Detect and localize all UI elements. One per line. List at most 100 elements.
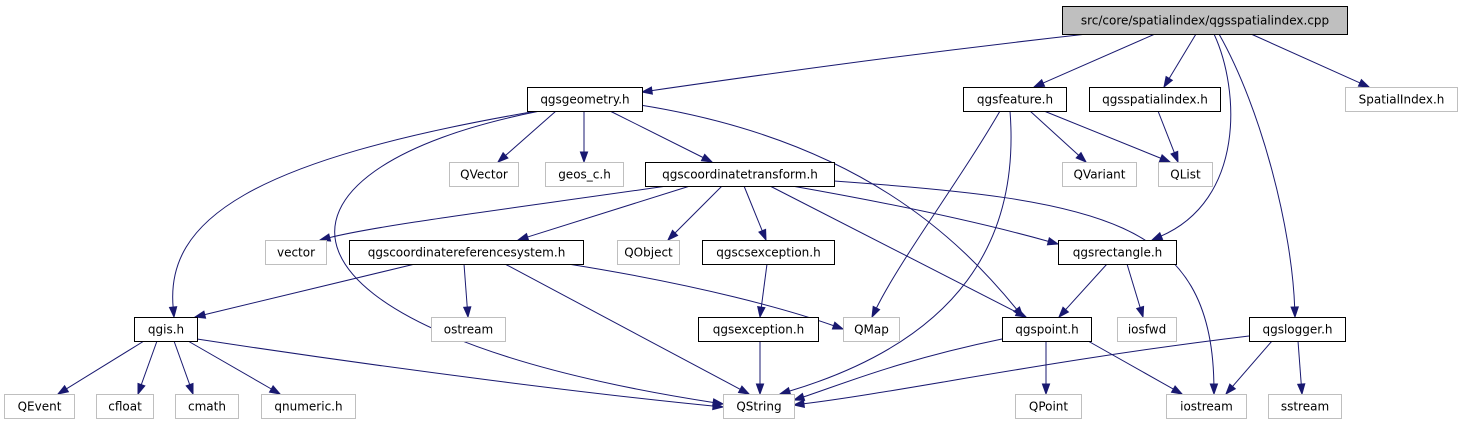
node-iostream: iostream xyxy=(1166,394,1247,419)
edge-geom-to-qgis xyxy=(168,110,538,319)
node-label: QMap xyxy=(854,323,889,337)
node-root[interactable]: src/core/spatialindex/qgsspatialindex.cp… xyxy=(1062,6,1348,35)
edge-arrowhead xyxy=(1014,308,1028,318)
edge-root-to-logger xyxy=(1218,33,1299,319)
edge-point-to-iostream xyxy=(1087,340,1184,395)
edge-logger-to-iostream xyxy=(1225,340,1273,396)
edge-ctrans-to-qobject xyxy=(666,185,723,242)
edge-arrowhead xyxy=(1290,306,1299,319)
node-label: qgsexception.h xyxy=(713,323,805,337)
node-qvariant: QVariant xyxy=(1062,162,1137,187)
node-qnumeric: qnumeric.h xyxy=(261,394,356,419)
edge-arrowhead xyxy=(640,86,653,95)
edge-arrowhead xyxy=(1150,231,1164,241)
edge-arrowhead xyxy=(755,383,765,396)
node-point[interactable]: qgspoint.h xyxy=(1002,317,1092,342)
edge-line xyxy=(526,185,691,238)
node-label: cmath xyxy=(188,400,226,414)
node-qevent: QEvent xyxy=(4,394,75,419)
node-label: qnumeric.h xyxy=(274,400,342,414)
edge-arrowhead xyxy=(1046,236,1060,246)
nodes-layer: src/core/spatialindex/qgsspatialindex.cp… xyxy=(4,6,1458,419)
node-ctrans[interactable]: qgscoordinatetransform.h xyxy=(645,162,835,187)
edges-layer xyxy=(56,33,1371,411)
edge-rect-to-iosfwd xyxy=(1126,263,1145,319)
edge-line xyxy=(1297,340,1302,386)
node-qgis[interactable]: qgis.h xyxy=(134,317,198,342)
edge-qgis-to-qnumeric xyxy=(187,340,282,395)
edge-arrowhead xyxy=(1163,75,1174,89)
edge-line xyxy=(639,104,1018,311)
node-logger[interactable]: qgslogger.h xyxy=(1249,317,1346,342)
edge-line xyxy=(203,263,416,316)
edge-crs-to-qgis xyxy=(193,263,416,319)
edge-line xyxy=(567,263,835,327)
edge-geom-to-qvector xyxy=(496,110,557,163)
edge-line xyxy=(65,340,145,390)
node-SpatialIndex: SpatialIndex.h xyxy=(1345,87,1458,112)
node-rect[interactable]: qgsrectangle.h xyxy=(1058,240,1177,265)
edge-qgis-to-cmath xyxy=(173,340,194,396)
node-label: qgscsexception.h xyxy=(716,246,820,260)
node-box xyxy=(545,162,624,187)
node-qmap: QMap xyxy=(843,317,900,342)
edge-arrowhead xyxy=(778,386,792,396)
edge-arrowhead xyxy=(268,385,282,395)
node-sidx[interactable]: qgsspatialindex.h xyxy=(1089,87,1221,112)
node-box xyxy=(1166,394,1247,419)
node-qstring: QString xyxy=(723,394,795,419)
node-label: cfloat xyxy=(108,400,142,414)
node-feat[interactable]: qgsfeature.h xyxy=(963,87,1067,112)
edge-arrowhead xyxy=(758,228,767,242)
node-label: src/core/spatialindex/qgsspatialindex.cp… xyxy=(1081,14,1329,28)
edge-line xyxy=(1087,340,1175,391)
node-box xyxy=(1062,6,1348,35)
node-exc[interactable]: qgsexception.h xyxy=(698,317,819,342)
edge-arrowhead xyxy=(737,385,751,395)
node-label: iosfwd xyxy=(1128,323,1166,337)
node-box xyxy=(431,317,506,342)
edge-line xyxy=(609,110,705,159)
node-box xyxy=(1249,317,1346,342)
node-cfloat: cfloat xyxy=(96,394,154,419)
edge-arrowhead xyxy=(1170,150,1179,164)
edge-arrowhead xyxy=(1170,385,1184,395)
edge-arrowhead xyxy=(792,392,806,401)
node-box xyxy=(963,87,1067,112)
edge-arrowhead xyxy=(185,382,194,396)
edge-line xyxy=(334,110,715,404)
edge-line xyxy=(833,180,1215,386)
node-label: iostream xyxy=(1180,400,1233,414)
node-box xyxy=(1015,394,1082,419)
edge-arrowhead xyxy=(1058,306,1070,319)
node-crs[interactable]: qgscoordinatereferencesystem.h xyxy=(349,240,584,265)
edge-qgis-to-qstring xyxy=(196,338,725,411)
edge-line xyxy=(788,110,1012,392)
edge-root-to-sidx xyxy=(1163,33,1197,89)
edge-line xyxy=(1043,110,1162,160)
node-box xyxy=(1002,317,1092,342)
node-geom[interactable]: qgsgeometry.h xyxy=(527,87,643,112)
edge-ctrans-to-crs xyxy=(516,185,691,241)
node-label: qgsrectangle.h xyxy=(1073,246,1163,260)
edge-line xyxy=(1250,33,1362,84)
node-csexc[interactable]: qgscsexception.h xyxy=(702,240,835,265)
edge-geom-to-ctrans xyxy=(609,110,714,163)
edge-arrowhead xyxy=(1209,383,1219,396)
node-label: SpatialIndex.h xyxy=(1359,93,1445,107)
edge-feat-to-qvariant xyxy=(1029,110,1088,164)
edge-line xyxy=(650,33,1088,92)
node-label: vector xyxy=(277,246,315,260)
edge-line xyxy=(504,263,742,391)
edge-root-to-rect xyxy=(1150,33,1232,241)
edge-ctrans-to-rect xyxy=(791,185,1060,246)
edge-logger-to-sstream xyxy=(1296,340,1306,396)
node-label: sstream xyxy=(1281,400,1329,414)
node-label: geos_c.h xyxy=(558,168,611,182)
edge-line xyxy=(1029,110,1080,157)
edge-line xyxy=(760,263,768,309)
edge-line xyxy=(172,110,538,309)
edge-arrowhead xyxy=(700,153,714,163)
node-label: qgsgeometry.h xyxy=(540,93,629,107)
edge-arrowhead xyxy=(1075,151,1088,164)
